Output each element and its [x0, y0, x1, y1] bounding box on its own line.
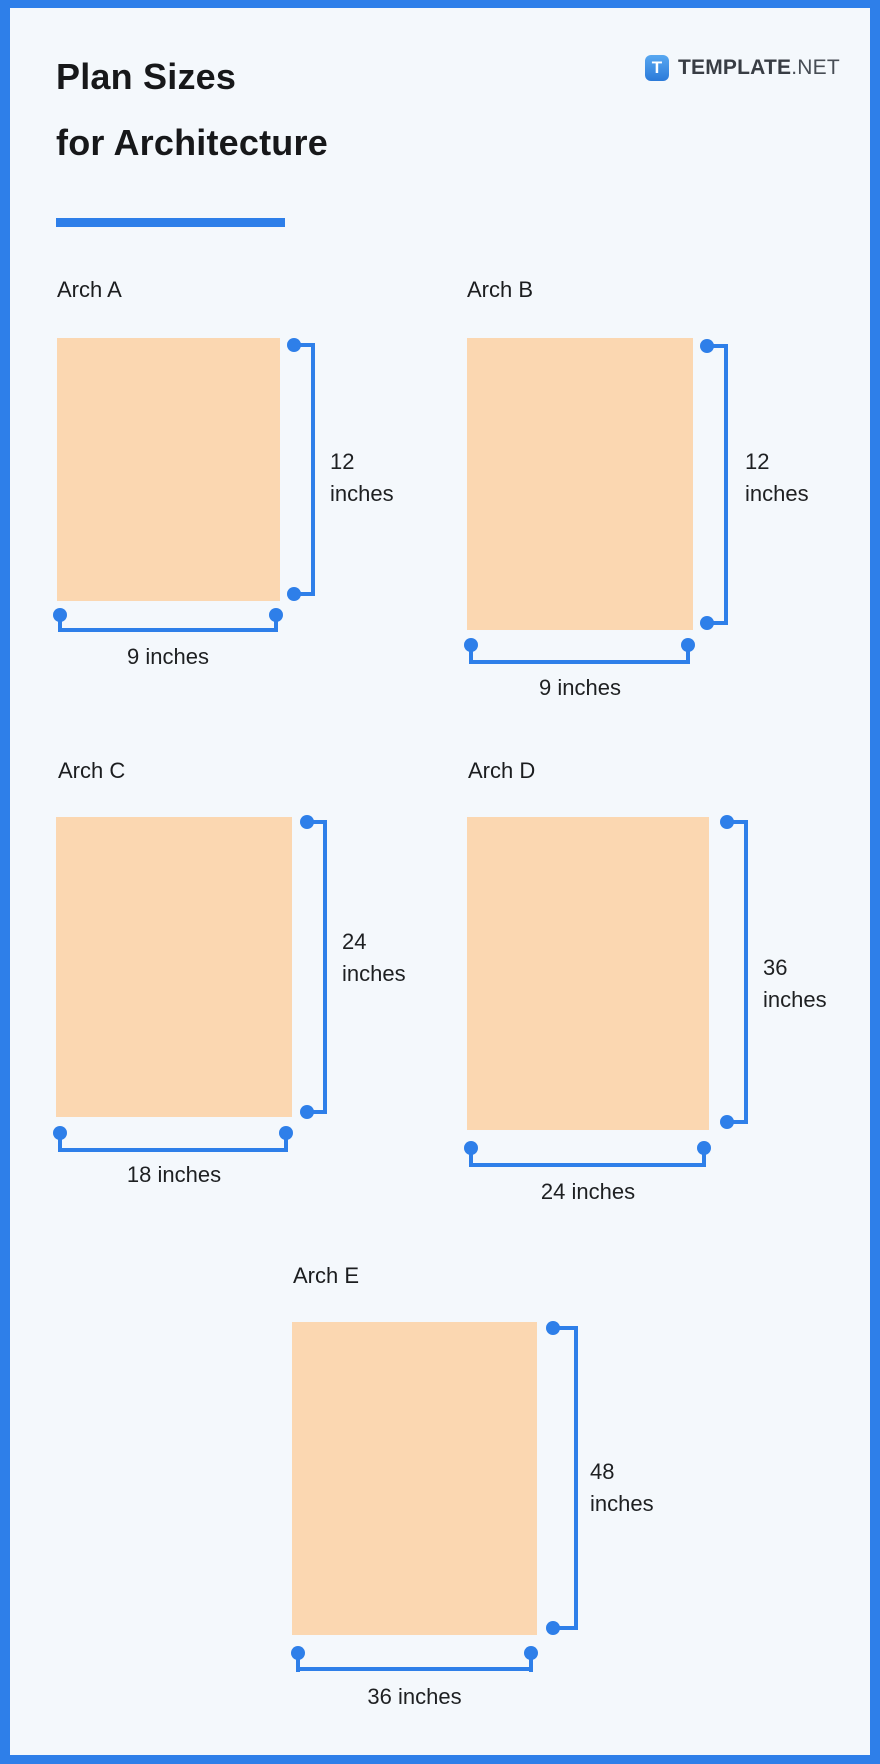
height-dim-top-tick — [294, 343, 315, 347]
height-dim-line — [323, 820, 327, 1114]
height-dim-unit: inches — [330, 481, 394, 506]
height-dim-line — [744, 820, 748, 1124]
height-dim-value: 24 — [342, 929, 367, 954]
brand-tld: .NET — [791, 56, 840, 79]
height-dim-label: 48 inches — [590, 1456, 654, 1520]
height-dim-line — [311, 343, 315, 596]
templatenet-logo-text: TEMPLATE.NET — [678, 56, 840, 80]
height-dim-label: 12 inches — [330, 446, 394, 510]
height-dim-label: 36 inches — [763, 952, 827, 1016]
templatenet-logo: T TEMPLATE.NET — [645, 55, 840, 81]
height-dim-dot-top — [720, 815, 734, 829]
height-dim-dot-top — [287, 338, 301, 352]
width-dim-right-tick — [686, 643, 690, 664]
width-dim-label: 24 inches — [540, 1179, 636, 1204]
height-dim-unit: inches — [763, 987, 827, 1012]
height-dim-dot-top — [700, 339, 714, 353]
width-dim-right-tick — [274, 613, 278, 632]
height-dim-unit: inches — [745, 481, 809, 506]
height-dim-dot-bottom — [300, 1105, 314, 1119]
width-dim-line — [469, 1163, 706, 1167]
brand-name: TEMPLATE — [678, 56, 792, 79]
height-dim-dot-bottom — [720, 1115, 734, 1129]
height-dim-dot-top — [300, 815, 314, 829]
height-dim-label: 12 inches — [745, 446, 809, 510]
width-dim-line — [296, 1667, 533, 1671]
height-dim-bottom-tick — [707, 621, 728, 625]
height-dim-top-tick — [707, 344, 728, 348]
width-dim-left-tick — [469, 643, 473, 664]
width-dim-line — [469, 660, 690, 664]
height-dim-bottom-tick — [727, 1120, 748, 1124]
height-dim-dot-bottom — [287, 587, 301, 601]
arch-label: Arch B — [467, 277, 534, 302]
height-dim-line — [724, 344, 728, 625]
width-dim-label: 36 inches — [367, 1684, 462, 1709]
templatenet-logo-icon: T — [645, 55, 669, 81]
width-dim-right-tick — [284, 1131, 288, 1152]
height-dim-top-tick — [727, 820, 748, 824]
arch-label: Arch A — [57, 277, 122, 302]
plan-sheet — [467, 817, 709, 1130]
height-dim-value: 12 — [745, 449, 770, 474]
height-dim-dot-bottom — [546, 1621, 560, 1635]
arch-label: Arch C — [58, 758, 126, 783]
width-dim-line — [58, 1148, 288, 1152]
height-dim-bottom-tick — [307, 1110, 327, 1114]
height-dim-label: 24 inches — [342, 926, 406, 990]
width-dim-right-tick — [529, 1651, 533, 1672]
width-dim-left-tick — [469, 1146, 473, 1167]
height-dim-bottom-tick — [553, 1626, 578, 1630]
width-dim-line — [58, 628, 278, 632]
title-underline — [56, 218, 285, 227]
height-dim-value: 36 — [763, 955, 788, 980]
height-dim-unit: inches — [342, 961, 406, 986]
height-dim-dot-top — [546, 1321, 560, 1335]
plan-sheet — [292, 1322, 537, 1635]
height-dim-value: 12 — [330, 449, 355, 474]
width-dim-left-tick — [58, 613, 62, 632]
width-dim-left-tick — [296, 1651, 300, 1672]
height-dim-unit: inches — [590, 1491, 654, 1516]
logo-letter: T — [651, 58, 663, 77]
height-dim-dot-bottom — [700, 616, 714, 630]
page-title-line1: Plan Sizes — [56, 56, 237, 97]
height-dim-top-tick — [553, 1326, 578, 1330]
plan-sheet — [57, 338, 280, 601]
width-dim-label: 18 inches — [126, 1162, 222, 1187]
width-dim-label: 9 inches — [539, 675, 621, 700]
arch-label: Arch E — [293, 1263, 360, 1288]
height-dim-top-tick — [307, 820, 327, 824]
page-title-line2: for Architecture — [56, 122, 328, 163]
page-title: Plan Sizes for Architecture — [56, 44, 328, 176]
plan-sheet — [56, 817, 292, 1117]
width-dim-right-tick — [702, 1146, 706, 1167]
height-dim-value: 48 — [590, 1459, 615, 1484]
width-dim-left-tick — [58, 1131, 62, 1152]
width-dim-label: 9 inches — [127, 644, 209, 669]
height-dim-bottom-tick — [294, 592, 315, 596]
height-dim-line — [574, 1326, 578, 1630]
arch-label: Arch D — [468, 758, 536, 783]
plan-sheet — [467, 338, 693, 630]
